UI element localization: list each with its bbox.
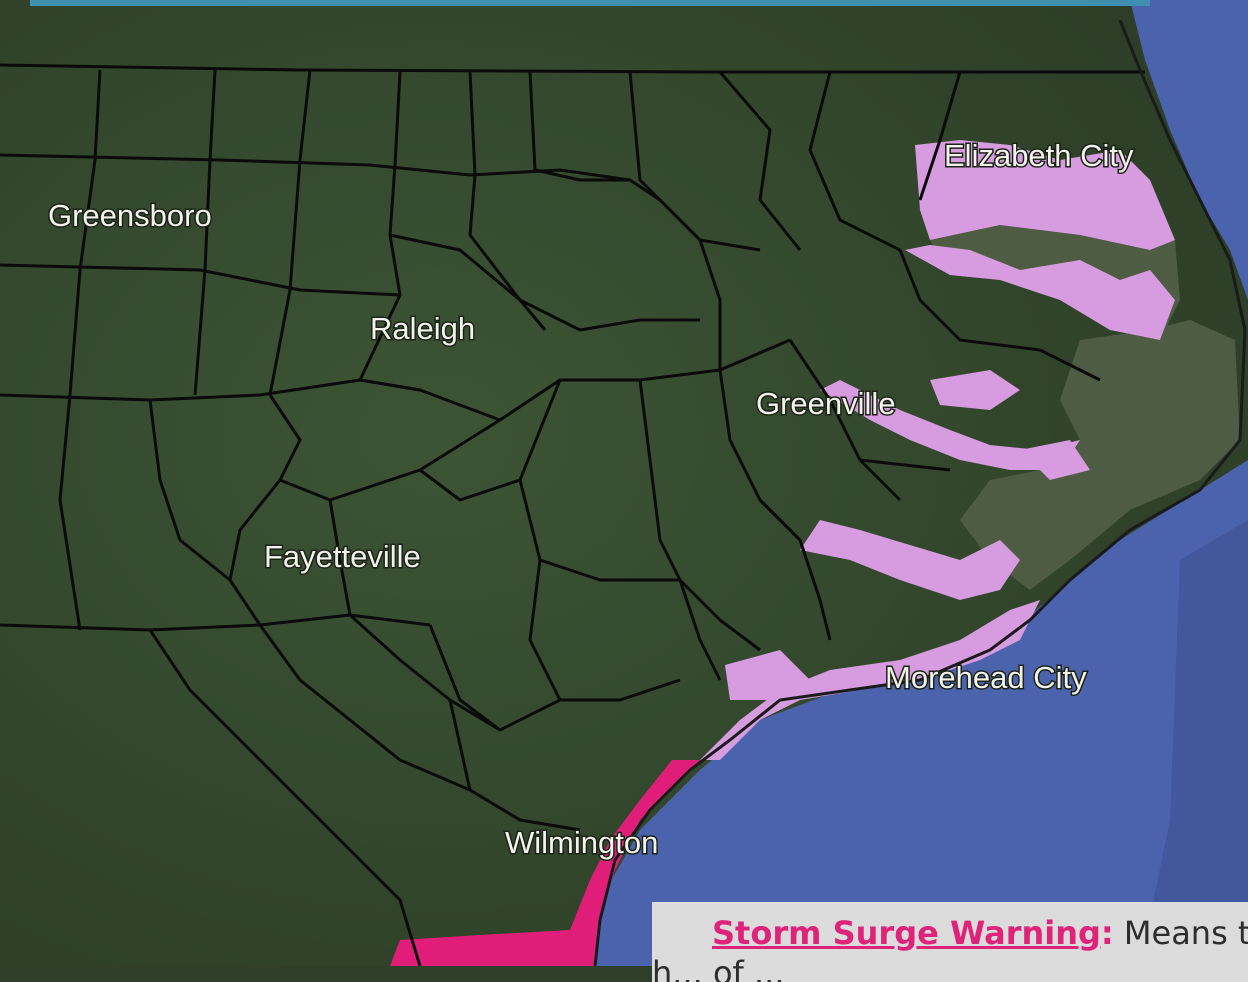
legend-colon: : [1100,914,1114,952]
storm-surge-watch-area [700,140,1175,760]
city-label-elizabeth-city: Elizabeth City [944,138,1134,173]
ocean-shelf [1140,520,1248,966]
coastline [593,19,1247,966]
city-label-wilmington: Wilmington [505,825,658,860]
city-label-fayetteville: Fayetteville [264,539,421,574]
city-label-morehead-city: Morehead City [885,660,1087,695]
pamlico-sound [960,320,1240,590]
storm-surge-warning-area [390,760,700,966]
city-labels: Greensboro Raleigh Elizabeth City Greenv… [47,137,1136,862]
city-label-raleigh: Raleigh [370,311,475,346]
legend-caption: Storm Surge Warning: Means t h... of ... [652,902,1248,982]
city-label-greenville: Greenville [756,386,896,421]
legend-text: Means t [1113,914,1248,952]
legend-term: Storm Surge Warning [712,914,1101,952]
top-banner [30,0,1150,6]
atlantic-ocean [590,0,1248,966]
city-label-greensboro: Greensboro [48,198,212,233]
county-borders [0,63,1145,966]
legend-line2: h... of ... [652,954,785,982]
